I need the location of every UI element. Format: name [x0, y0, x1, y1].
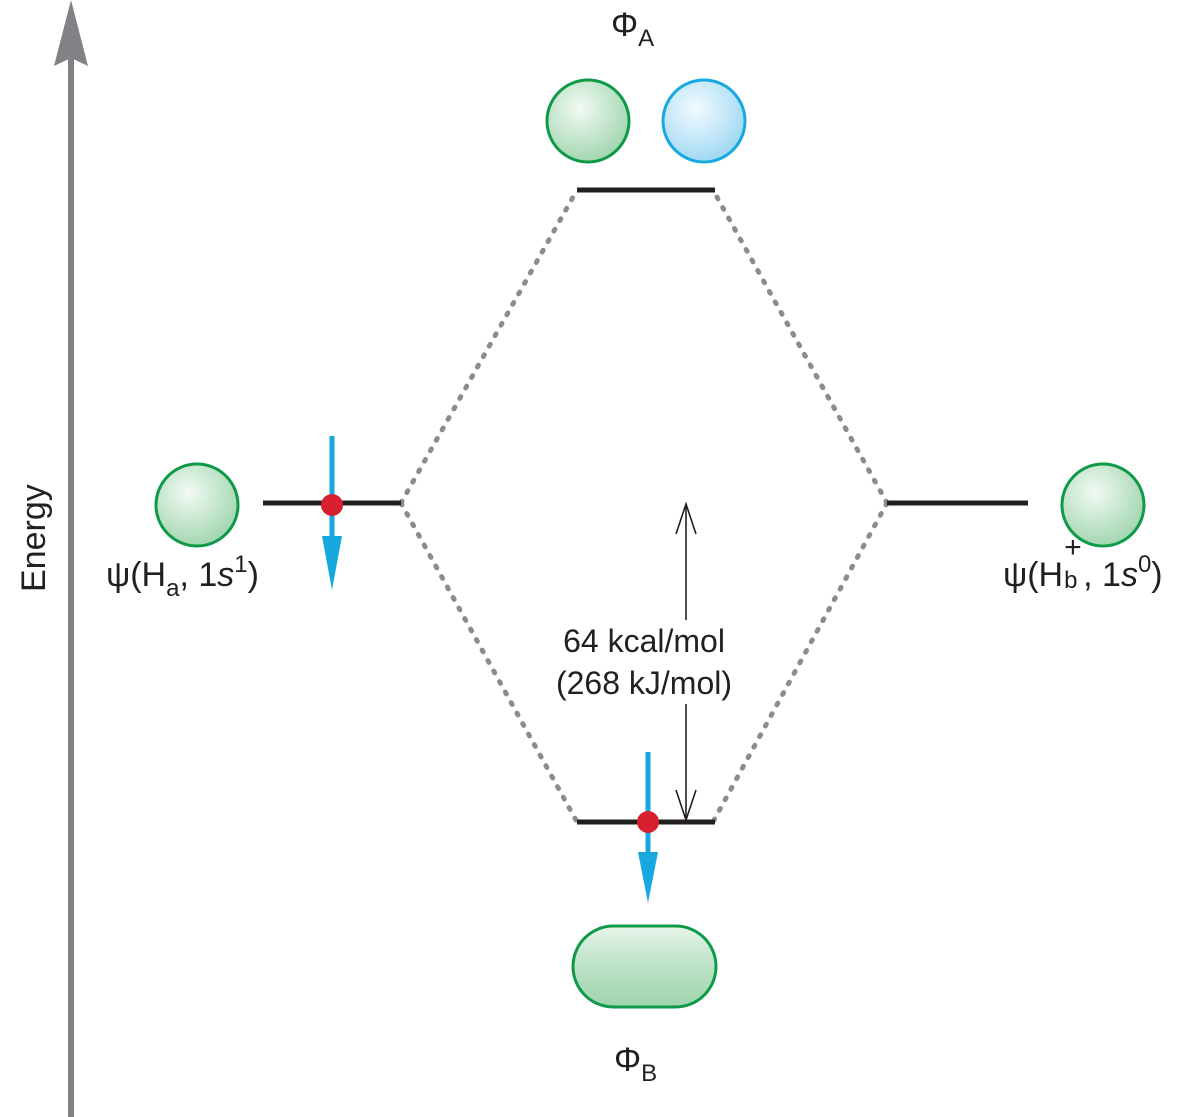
right-atom-psi: ψ(H: [1003, 556, 1064, 594]
right-atom-subscript: b: [1064, 567, 1078, 594]
energy-gap-label: 64 kcal/mol (268 kJ/mol): [520, 620, 768, 704]
electron-dot-left: [321, 494, 343, 516]
bonding-subscript: B: [641, 1060, 658, 1087]
right-atom-sep: , 1: [1083, 556, 1121, 594]
correlation-line-right-down: [710, 500, 890, 825]
correlation-line-left-up: [398, 187, 580, 506]
antibonding-lobe-green: [545, 78, 631, 164]
left-atom-s: s: [217, 556, 235, 594]
energy-axis: [54, 0, 88, 1117]
right-atom-orbital: [1060, 462, 1146, 548]
right-atom-label: ψ(H+b, 1s0): [1003, 533, 1163, 594]
right-atom-superscript: 0: [1137, 551, 1152, 578]
spin-arrow-left-head: [322, 536, 342, 590]
right-atom-subsup: +b: [1063, 533, 1083, 593]
right-atom-plus: +: [1064, 531, 1082, 564]
bonding-orbital: [571, 924, 718, 1009]
electron-dot-bonding: [637, 811, 659, 833]
antibonding-label: ΦA: [611, 8, 654, 51]
bonding-phi: Φ: [614, 1041, 642, 1079]
correlation-line-right-up: [710, 187, 890, 506]
spin-arrow-bonding-head: [638, 852, 658, 903]
correlation-lines: [398, 187, 890, 825]
antibonding-phi: Φ: [611, 6, 639, 44]
left-atom-subscript: a: [166, 575, 180, 602]
energy-levels: [263, 187, 1028, 825]
electron-left: [321, 436, 343, 590]
left-atom-sep: , 1: [179, 556, 218, 594]
bonding-label: ΦB: [614, 1043, 657, 1086]
left-atom-superscript: 1: [234, 551, 248, 578]
correlation-line-left-down: [398, 500, 580, 825]
energy-gap-arrowhead-bottom: [675, 789, 697, 823]
energy-axis-arrowhead: [54, 0, 88, 66]
right-atom-close: ): [1151, 556, 1163, 594]
right-atom-s: s: [1120, 556, 1138, 594]
left-atom-label: ψ(Ha, 1s1): [106, 553, 259, 601]
left-atom-close: ): [247, 556, 259, 594]
antibonding-subscript: A: [638, 25, 655, 52]
electron-bonding: [637, 752, 659, 903]
energy-gap-arrowhead-top: [675, 501, 697, 535]
left-atom-orbital: [154, 462, 240, 548]
energy-axis-label: Energy: [15, 484, 53, 592]
energy-gap-kj: (268 kJ/mol): [555, 665, 733, 701]
antibonding-lobe-blue: [661, 78, 747, 164]
left-atom-psi: ψ(H: [106, 556, 167, 594]
energy-gap-kcal: 64 kcal/mol: [563, 623, 725, 659]
